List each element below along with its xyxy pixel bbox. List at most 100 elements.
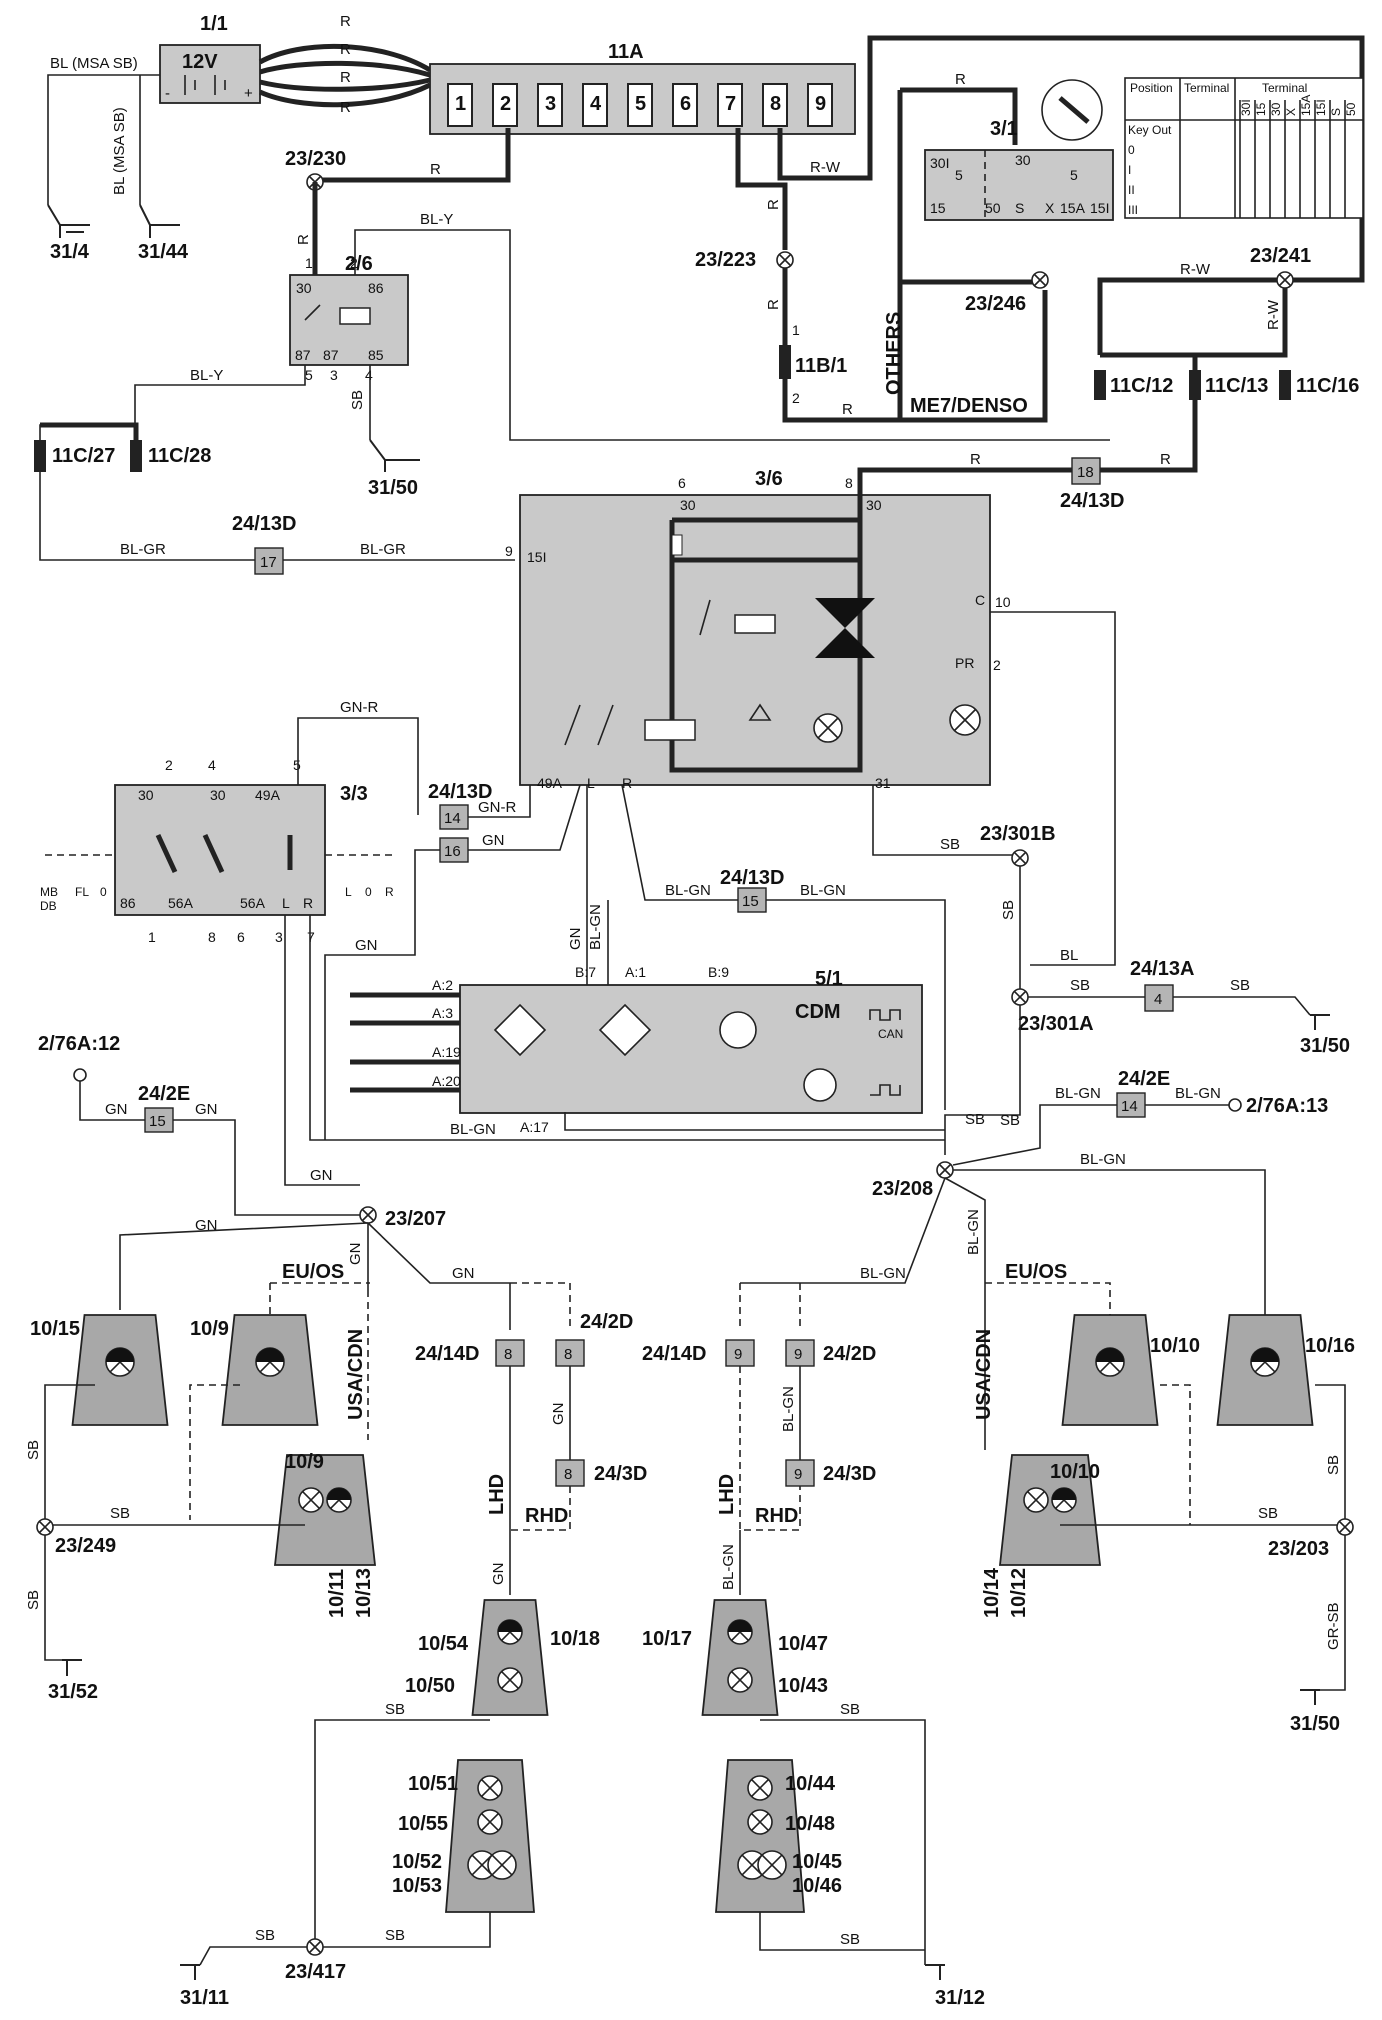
variant-eu-os: EU/OS — [1005, 1261, 1067, 1283]
lamp-label: 10/46 — [792, 1875, 842, 1897]
wire-color-r: R — [430, 161, 441, 178]
wire-color-gn-r: GN-R — [478, 799, 516, 816]
junction-24-13d-15: 24/13D 15 — [720, 867, 785, 913]
right-indicator-icon — [598, 1003, 652, 1057]
junction-24-13d-18: 18 24/13D — [1060, 457, 1125, 512]
junction-number: 15 — [742, 893, 759, 910]
fuse-number: 1 — [455, 93, 466, 115]
pin-label: B:9 — [708, 964, 729, 980]
wire-color-sb: SB — [349, 390, 366, 410]
table-col-header: 30 — [1269, 102, 1283, 116]
wire-color-r: R — [765, 199, 782, 210]
junction-number: 14 — [444, 810, 461, 827]
wire-color-bl-y: BL-Y — [190, 367, 223, 384]
wire-color-bl-gn: BL-GN — [1080, 1151, 1126, 1168]
table-col-header: 30I — [1239, 99, 1253, 116]
variant-me7: ME7/DENSO — [910, 395, 1028, 417]
wire-color-sb: SB — [1070, 977, 1090, 994]
junction-24-2d-9: 9 24/2D — [785, 1339, 876, 1367]
switch-position: DB — [40, 899, 57, 913]
pin-label: L — [587, 775, 595, 791]
pin-label: 5 — [1070, 167, 1078, 183]
ground-label: 31/50 — [368, 477, 418, 499]
wire-color-gn: GN — [355, 937, 378, 954]
variant-usa-cdn: USA/CDN — [973, 1329, 995, 1420]
splice-label: 23/417 — [285, 1961, 346, 1983]
junction-ref: 24/13A — [1130, 958, 1195, 980]
wire-color-sb: SB — [965, 1111, 985, 1128]
fuse-number: 3 — [545, 93, 556, 115]
table-col-header: 15I — [1314, 99, 1328, 116]
wire-color-bl-gn: BL-GN — [800, 882, 846, 899]
lamp-label: 10/18 — [550, 1628, 600, 1650]
splice-23-301a: 23/301A — [1011, 988, 1094, 1035]
ground-label: 31/52 — [48, 1681, 98, 1703]
wire-color-bl-gn: BL-GN — [780, 1386, 797, 1432]
wire-color-r-w: R-W — [1180, 261, 1211, 278]
lamp-label: 10/12 — [1008, 1568, 1030, 1618]
table-col-header: 50 — [1344, 102, 1358, 116]
ground-symbol: 31/12 — [925, 1964, 985, 2009]
mirror-lamp — [471, 1599, 549, 1716]
table-header: Position — [1130, 81, 1173, 95]
relay-ref: 2/6 — [345, 253, 373, 275]
connector-label: 11C/27 — [52, 445, 115, 467]
junction-number: 9 — [794, 1346, 802, 1363]
table-col-header: S — [1329, 108, 1343, 116]
junction-number: 8 — [504, 1346, 512, 1363]
wire-color-sb: SB — [25, 1590, 42, 1610]
junction-24-2d-8: 24/2D 8 — [555, 1311, 633, 1367]
lamp-label: 10/50 — [405, 1675, 455, 1697]
junction-24-2e-15: 24/2E 15 — [138, 1083, 190, 1133]
connector-11c-12: 11C/12 — [1094, 370, 1173, 400]
pin-label: 3 — [330, 367, 338, 383]
pin-label: 9 — [505, 543, 513, 559]
table-header: Terminal — [1184, 81, 1229, 95]
pin-label: 6 — [678, 475, 686, 491]
junction-ref: 24/3D — [823, 1463, 876, 1485]
connector-11c-16: 11C/16 — [1279, 370, 1359, 400]
wire-color-sb: SB — [25, 1440, 42, 1460]
junction-ref: 24/3D — [594, 1463, 647, 1485]
wire-color-sb: SB — [1000, 1112, 1020, 1129]
hazard-icon — [719, 1011, 757, 1049]
junction-number: 8 — [564, 1466, 572, 1483]
pin-label: 87 — [295, 347, 311, 363]
pin-label: 30 — [138, 787, 154, 803]
wire-color-sb: SB — [1000, 900, 1017, 920]
relay-2-6: 2/6 30 86 87 87 85 1 2 5 3 4 — [289, 253, 409, 383]
pin-label: 30 — [680, 497, 696, 513]
wire-color-bl-gn: BL-GN — [587, 904, 604, 950]
external-2-76a-12: 2/76A:12 — [38, 1033, 120, 1082]
external-2-76a-13: 2/76A:13 — [1228, 1095, 1328, 1117]
junction-ref: 24/13D — [720, 867, 785, 889]
junction-24-13a-4: 24/13A 4 — [1130, 958, 1195, 1012]
junction-24-13d-17: 24/13D 17 — [232, 513, 297, 575]
pin-label: 10 — [995, 594, 1011, 610]
wire-color-r: R — [955, 71, 966, 88]
connector-label: 11C/12 — [1110, 375, 1173, 397]
splice-label: 23/246 — [965, 293, 1026, 315]
pin-label: PR — [955, 655, 974, 671]
splice-label: 23/301A — [1018, 1013, 1094, 1035]
fuse — [492, 83, 518, 127]
wire-color-r: R — [842, 401, 853, 418]
wire-color-gn: GN — [452, 1265, 475, 1282]
wire-color-gn: GN — [550, 1403, 567, 1426]
lamp-label: 10/52 — [392, 1851, 442, 1873]
table-col-header: 15A — [1299, 95, 1313, 116]
wire-color-bl: BL — [1060, 947, 1078, 964]
ground-symbol: 31/50 — [1290, 1689, 1340, 1735]
junction-ref: 24/2E — [138, 1083, 190, 1105]
wire-color-sb: SB — [1325, 1455, 1342, 1475]
junction-ref: 24/13D — [428, 781, 493, 803]
wire-color-sb: SB — [110, 1505, 130, 1522]
junction-24-13d-16: 16 — [439, 837, 469, 863]
pin-label: 8 — [208, 929, 216, 945]
table-row-label: III — [1128, 203, 1138, 217]
junction-24-2e-14: 24/2E 14 — [1116, 1068, 1170, 1118]
wire-color-bl-gr: BL-GR — [360, 541, 406, 558]
switch-ref: 3/3 — [340, 783, 368, 805]
pin-label: A:17 — [520, 1119, 549, 1135]
